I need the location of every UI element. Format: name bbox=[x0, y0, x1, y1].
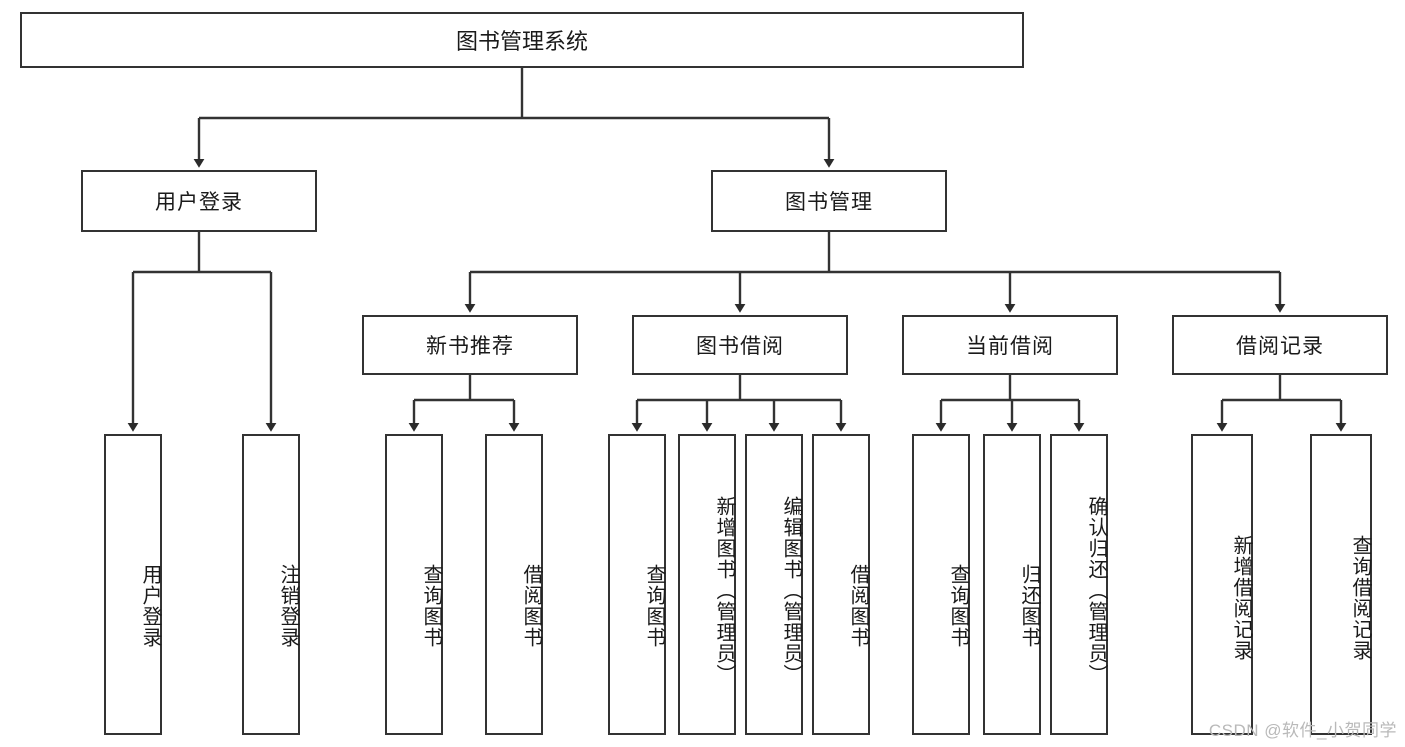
node-label: 用户登录 bbox=[139, 563, 161, 648]
node-confirm-return-admin[interactable]: 确认归还（管理员） bbox=[1050, 434, 1108, 735]
node-user-login-action[interactable]: 用户登录 bbox=[104, 434, 162, 735]
node-current-borrow[interactable]: 当前借阅 bbox=[902, 315, 1118, 375]
node-add-borrow-record[interactable]: 新增借阅记录 bbox=[1191, 434, 1253, 735]
node-borrow-book-recommend[interactable]: 借阅图书 bbox=[485, 434, 543, 735]
node-label: 查询图书 bbox=[643, 563, 665, 648]
node-label: 当前借阅 bbox=[966, 335, 1054, 358]
node-label: 图书管理系统 bbox=[455, 29, 588, 54]
node-borrow-book-action[interactable]: 借阅图书 bbox=[812, 434, 870, 735]
node-label: 借阅记录 bbox=[1236, 335, 1324, 358]
node-label: 用户登录 bbox=[155, 191, 243, 214]
node-label: 注销登录 bbox=[277, 563, 299, 648]
node-user-login[interactable]: 用户登录 bbox=[81, 170, 317, 232]
node-new-book-recommend[interactable]: 新书推荐 bbox=[362, 315, 578, 375]
node-label: 编辑图书（管理员） bbox=[780, 496, 802, 685]
node-query-borrow-record[interactable]: 查询借阅记录 bbox=[1310, 434, 1372, 735]
node-label: 确认归还（管理员） bbox=[1085, 496, 1107, 685]
node-return-book[interactable]: 归还图书 bbox=[983, 434, 1041, 735]
node-label: 借阅图书 bbox=[520, 563, 542, 648]
node-label: 图书管理 bbox=[785, 191, 873, 214]
node-label: 图书借阅 bbox=[696, 335, 784, 358]
node-label: 查询图书 bbox=[420, 563, 442, 648]
node-label: 新增借阅记录 bbox=[1230, 534, 1252, 661]
node-label: 归还图书 bbox=[1018, 563, 1040, 648]
node-label: 查询图书 bbox=[947, 563, 969, 648]
node-query-book-borrow[interactable]: 查询图书 bbox=[608, 434, 666, 735]
watermark-text: CSDN @软件_小贺同学 bbox=[1208, 721, 1397, 740]
node-edit-book-admin[interactable]: 编辑图书（管理员） bbox=[745, 434, 803, 735]
node-logout-action[interactable]: 注销登录 bbox=[242, 434, 300, 735]
node-label: 新书推荐 bbox=[426, 335, 514, 358]
node-book-borrow[interactable]: 图书借阅 bbox=[632, 315, 848, 375]
node-add-book-admin[interactable]: 新增图书（管理员） bbox=[678, 434, 736, 735]
node-query-book-current[interactable]: 查询图书 bbox=[912, 434, 970, 735]
node-borrow-record[interactable]: 借阅记录 bbox=[1172, 315, 1388, 375]
node-label: 借阅图书 bbox=[847, 563, 869, 648]
node-book-manage[interactable]: 图书管理 bbox=[711, 170, 947, 232]
node-query-book-recommend[interactable]: 查询图书 bbox=[385, 434, 443, 735]
node-root-system[interactable]: 图书管理系统 bbox=[20, 12, 1024, 68]
node-label: 查询借阅记录 bbox=[1349, 534, 1371, 661]
node-label: 新增图书（管理员） bbox=[713, 496, 735, 685]
